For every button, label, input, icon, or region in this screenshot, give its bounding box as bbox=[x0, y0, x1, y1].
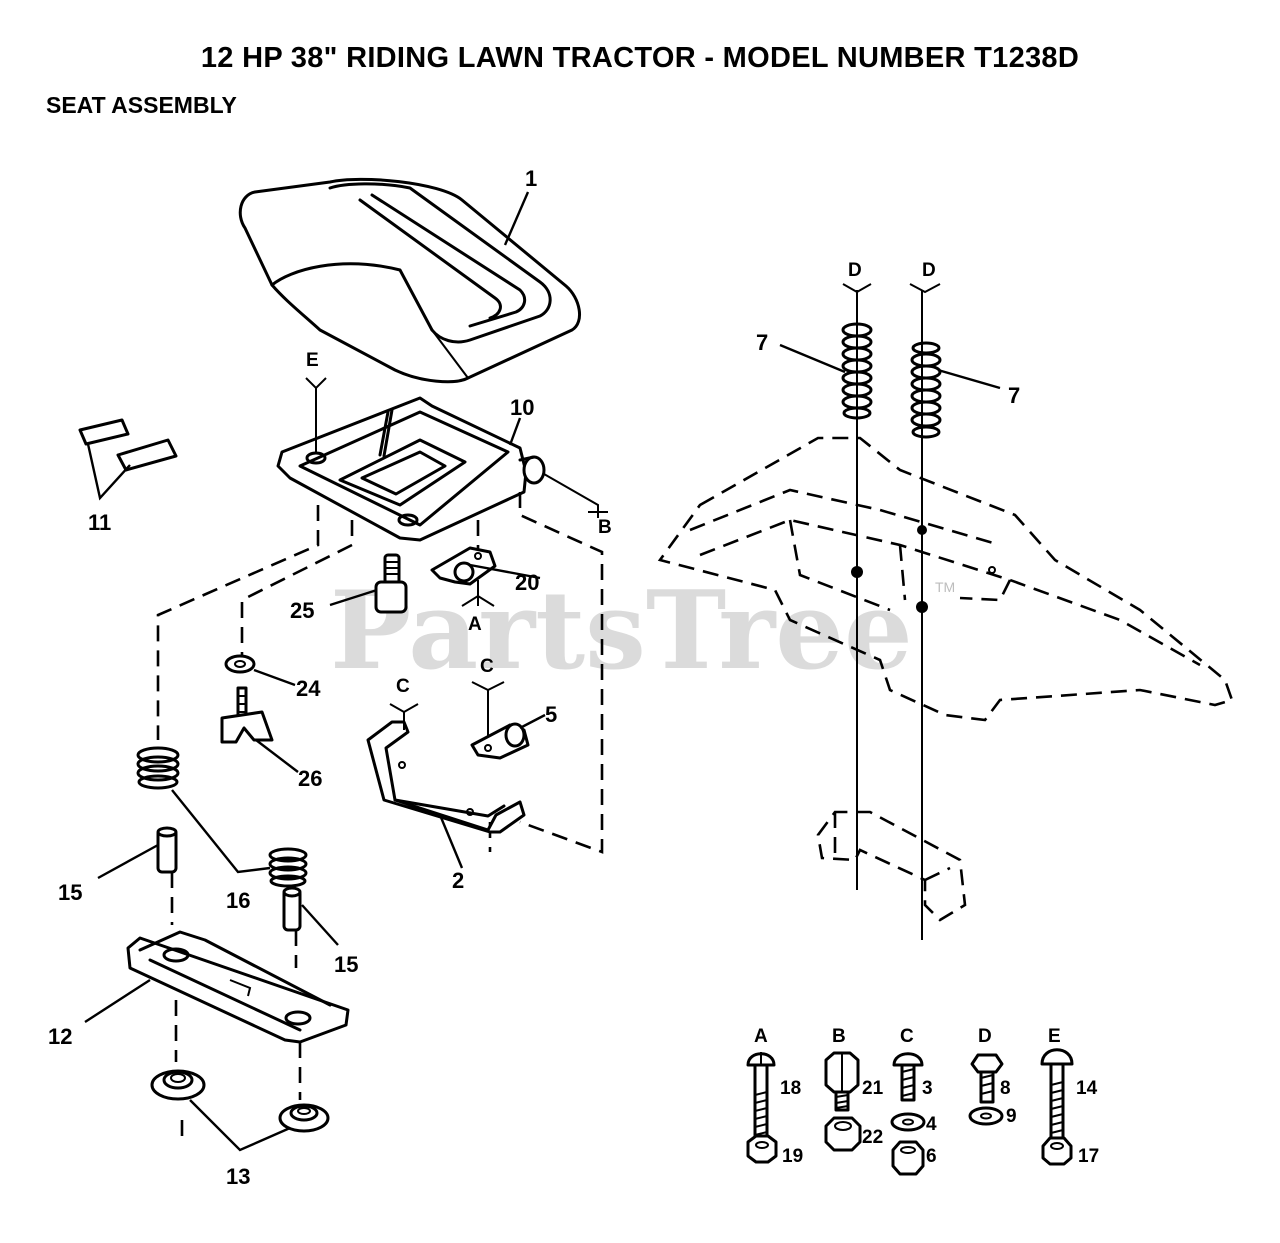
callout-19: 19 bbox=[782, 1146, 803, 1167]
nut-24[interactable] bbox=[224, 654, 256, 674]
spring-right[interactable] bbox=[268, 847, 308, 888]
clip-5[interactable] bbox=[470, 722, 530, 760]
shoulder-bolt[interactable] bbox=[374, 553, 408, 614]
callout-7b: 7 bbox=[1008, 383, 1020, 408]
callout-8: 8 bbox=[1000, 1078, 1011, 1099]
spring-7-left[interactable] bbox=[841, 322, 873, 420]
nut-17[interactable] bbox=[1041, 1136, 1073, 1166]
bolt-21[interactable] bbox=[824, 1051, 860, 1112]
callout-7a: 7 bbox=[756, 330, 768, 355]
bushing-left[interactable] bbox=[150, 1069, 206, 1101]
callout-26: 26 bbox=[298, 766, 322, 791]
callout-9: 9 bbox=[1006, 1106, 1017, 1127]
callout-14: 14 bbox=[1076, 1078, 1098, 1099]
callout-21: 21 bbox=[862, 1078, 884, 1099]
fender-outline bbox=[657, 436, 1234, 722]
callout-11: 11 bbox=[88, 510, 111, 535]
bolt-8[interactable] bbox=[970, 1053, 1004, 1104]
key-label-D: D bbox=[978, 1026, 992, 1047]
bushing-right[interactable] bbox=[278, 1103, 330, 1133]
callout-18: 18 bbox=[780, 1078, 801, 1099]
spring-left[interactable] bbox=[136, 746, 180, 790]
ref-E-top: E bbox=[306, 350, 319, 371]
callout-22: 22 bbox=[862, 1127, 883, 1148]
callout-5: 5 bbox=[545, 702, 557, 727]
callout-20: 20 bbox=[515, 570, 539, 595]
callout-2: 2 bbox=[452, 868, 464, 893]
key-label-B: B bbox=[832, 1026, 846, 1047]
callout-24: 24 bbox=[296, 676, 321, 701]
seat-pan[interactable] bbox=[276, 396, 546, 542]
spacer-right[interactable] bbox=[282, 886, 302, 932]
frame-bracket-outline bbox=[816, 810, 967, 922]
ref-D-left: D bbox=[848, 260, 862, 281]
washer-4[interactable] bbox=[890, 1112, 926, 1132]
key-label-A: A bbox=[754, 1026, 768, 1047]
callout-10: 10 bbox=[510, 395, 534, 420]
bolt-14[interactable] bbox=[1040, 1048, 1074, 1141]
watermark: PartsTree bbox=[330, 568, 913, 694]
ref-D-right: D bbox=[922, 260, 936, 281]
watermark-tm: TM bbox=[935, 579, 955, 595]
nut-6[interactable] bbox=[891, 1140, 925, 1176]
spring-7-right[interactable] bbox=[910, 341, 942, 439]
callout-25: 25 bbox=[290, 598, 314, 623]
ref-A-mid: A bbox=[468, 614, 482, 635]
section-title: SEAT ASSEMBLY bbox=[46, 92, 237, 118]
seat-clamp[interactable] bbox=[430, 546, 497, 586]
hardware-key: A B C D E bbox=[754, 1026, 1061, 1047]
callout-1: 1 bbox=[525, 166, 537, 191]
callout-16: 16 bbox=[226, 888, 250, 913]
bolt-18[interactable] bbox=[746, 1052, 776, 1142]
callout-17: 17 bbox=[1078, 1146, 1099, 1167]
key-label-C: C bbox=[900, 1026, 914, 1047]
seat-knob[interactable] bbox=[220, 686, 274, 744]
bolt-3[interactable] bbox=[892, 1052, 924, 1102]
seat-pads[interactable] bbox=[78, 418, 178, 472]
callout-13: 13 bbox=[226, 1164, 250, 1189]
key-label-E: E bbox=[1048, 1026, 1061, 1047]
ref-C-right: C bbox=[480, 656, 494, 677]
nut-22[interactable] bbox=[824, 1116, 862, 1152]
nut-19[interactable] bbox=[746, 1134, 778, 1164]
ref-C-left: C bbox=[396, 676, 410, 697]
callout-15a: 15 bbox=[58, 880, 82, 905]
seat-cushion[interactable] bbox=[238, 177, 582, 384]
ref-B-side: B bbox=[598, 517, 612, 538]
spacer-left[interactable] bbox=[156, 826, 178, 874]
callout-15b: 15 bbox=[334, 952, 358, 977]
washer-9[interactable] bbox=[968, 1106, 1004, 1126]
callout-6: 6 bbox=[926, 1146, 937, 1167]
callout-12: 12 bbox=[48, 1024, 72, 1049]
callout-4: 4 bbox=[926, 1114, 937, 1135]
mount-plate[interactable] bbox=[126, 930, 350, 1044]
callout-3: 3 bbox=[922, 1078, 933, 1099]
page-title: 12 HP 38" RIDING LAWN TRACTOR - MODEL NU… bbox=[200, 42, 1080, 74]
